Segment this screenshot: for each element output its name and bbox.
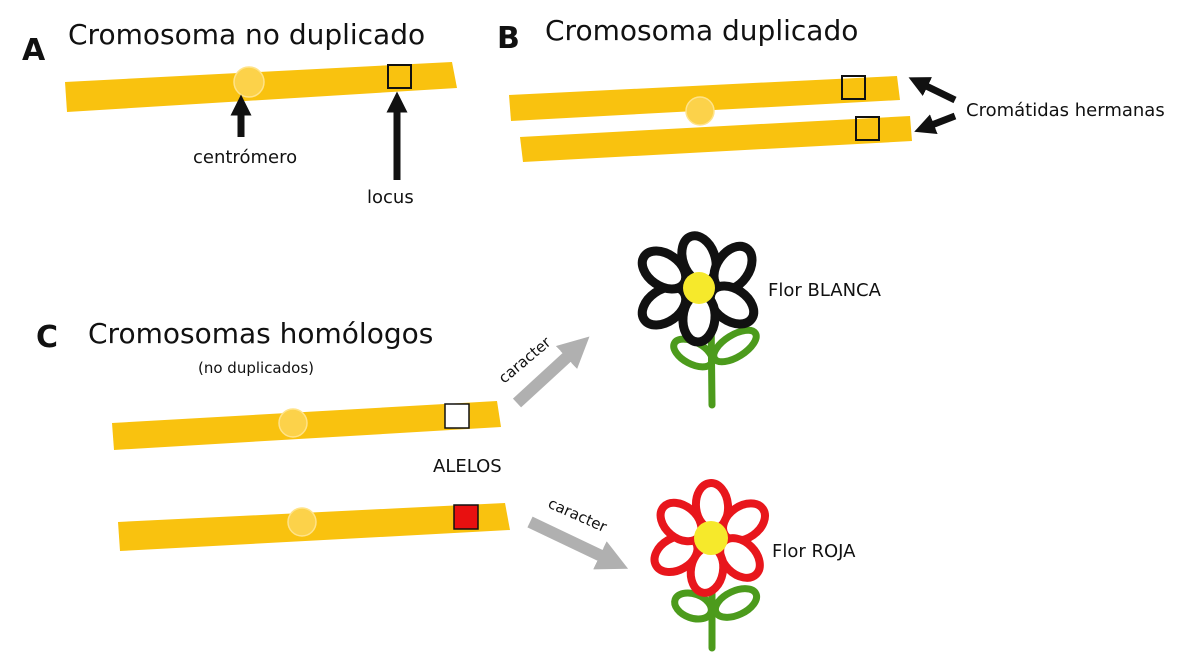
alleles-label: ALELOS xyxy=(433,456,502,477)
white-flower-center xyxy=(683,272,715,304)
centromere-label: centrómero xyxy=(193,147,297,168)
sister-chromatid-bottom xyxy=(520,116,912,162)
panel-c-title: Cromosomas homólogos xyxy=(88,317,433,350)
white-flower-label: Flor BLANCA xyxy=(768,280,882,301)
centromere xyxy=(233,66,265,98)
centromere-duplicated xyxy=(685,96,715,126)
panel-c-letter: C xyxy=(36,320,58,355)
panel-b-title: Cromosoma duplicado xyxy=(545,14,858,47)
red-flower xyxy=(650,479,769,652)
chromatid-arrow-top xyxy=(908,77,957,104)
chromatid-arrow-bottom xyxy=(914,112,957,135)
locus-marker-top xyxy=(841,75,866,100)
locus-marker xyxy=(387,64,412,89)
panel-c-subtitle: (no duplicados) xyxy=(198,359,314,377)
red-flower-leaf-right xyxy=(711,585,761,621)
panel-a-letter: A xyxy=(22,33,46,68)
allele-white xyxy=(444,403,470,429)
trait-arrow-bottom xyxy=(527,516,629,570)
panel-b: B Cromosoma duplicado Cromátidas hermana… xyxy=(497,14,1165,162)
locus-marker-bottom xyxy=(855,116,880,141)
trait-arrow-top xyxy=(512,336,590,408)
white-flower-leaf-right xyxy=(710,326,760,366)
panel-a-title: Cromosoma no duplicado xyxy=(68,18,425,51)
panel-b-letter: B xyxy=(497,21,520,56)
sister-chromatids-label: Cromátidas hermanas xyxy=(966,100,1165,121)
panel-c: C Cromosomas homólogos (no duplicados) A… xyxy=(36,231,882,652)
homolog-2-centromere xyxy=(287,507,317,537)
white-flower xyxy=(637,231,760,409)
allele-red xyxy=(453,504,479,530)
homolog-1-centromere xyxy=(278,408,308,438)
panel-a: A Cromosoma no duplicado centrómero locu… xyxy=(22,18,457,208)
locus-label: locus xyxy=(367,187,414,208)
red-flower-label: Flor ROJA xyxy=(772,541,856,562)
red-flower-center xyxy=(694,521,728,555)
